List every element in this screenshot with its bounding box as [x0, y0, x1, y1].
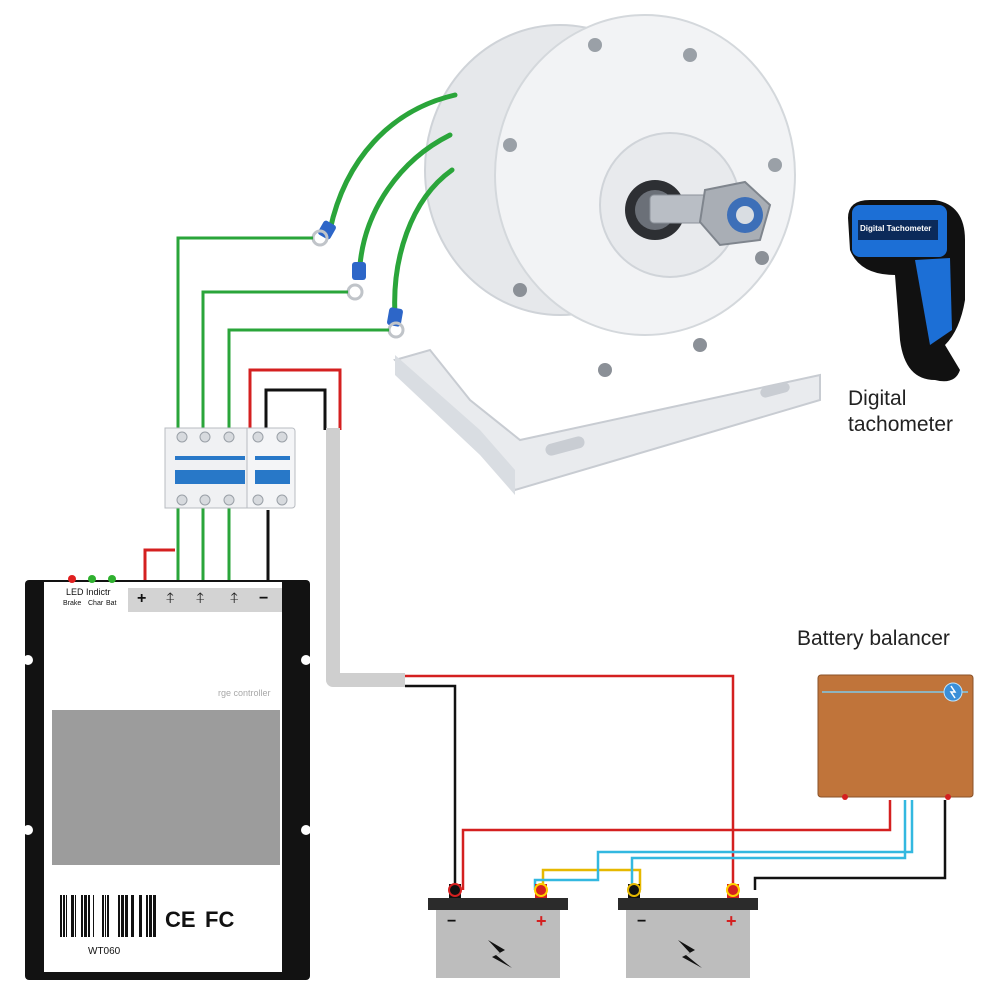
dc-wires [143, 368, 342, 580]
grey-cable [326, 428, 405, 687]
model-number: WT060 [88, 946, 121, 957]
barcode-bar [131, 895, 134, 937]
battery-2-positive: + [726, 911, 737, 931]
battery-1-negative: − [447, 913, 457, 930]
barcode-bar [102, 895, 104, 937]
fc-mark: FC [205, 907, 235, 932]
battery-1-positive: + [536, 911, 547, 931]
tachometer-label-line2: tachometer [848, 413, 954, 436]
led-indicator-title: LED Indictr [66, 587, 111, 597]
generator-leads [327, 92, 458, 318]
wind-terminal-icon: ⍏ [196, 590, 206, 607]
barcode-bar [149, 895, 152, 937]
barcode-bar [84, 895, 87, 937]
barcode [58, 893, 158, 943]
generator [393, 14, 821, 495]
barcode-bar [121, 895, 124, 937]
tachometer-label-line1: Digital [848, 387, 907, 410]
barcode-bar [60, 895, 62, 937]
barcode-bar [139, 895, 142, 937]
circuit-breakers [164, 427, 296, 509]
controller-subtitle: rge controller [218, 688, 271, 698]
barcode-bar [75, 895, 76, 937]
barcode-bar [63, 895, 65, 937]
phase-wires [176, 236, 389, 580]
barcode-bar [93, 895, 94, 937]
ring-terminals [311, 220, 405, 339]
battery-2-negative: − [637, 913, 647, 930]
battery-2 [618, 883, 758, 978]
ce-mark: CE [165, 907, 196, 932]
terminal-minus: − [259, 590, 269, 607]
tachometer [848, 200, 965, 382]
barcode-bar [107, 895, 109, 937]
battery-1 [428, 883, 568, 978]
led-char-label: Char [88, 600, 104, 607]
battery-balancer-label: Battery balancer [797, 627, 950, 650]
barcode-bar [118, 895, 120, 937]
wind-terminal-icon: ⍏ [166, 590, 176, 607]
barcode-bar [88, 895, 90, 937]
wind-terminal-icon: ⍏ [230, 590, 240, 607]
barcode-bar [71, 895, 74, 937]
barcode-bar [146, 895, 148, 937]
barcode-bar [105, 895, 106, 937]
barcode-bar [81, 895, 83, 937]
charge-controller [23, 575, 311, 980]
led-bat-label: Bat [106, 600, 117, 607]
barcode-bar [153, 895, 156, 937]
led-brake-label: Brake [63, 600, 82, 607]
tachometer-screen-text: Digital Tachometer [860, 224, 932, 233]
barcode-bar [125, 895, 128, 937]
battery-balancer [817, 674, 974, 800]
terminal-plus: + [137, 590, 147, 607]
battery-wires [405, 674, 947, 890]
barcode-bar [66, 895, 67, 937]
